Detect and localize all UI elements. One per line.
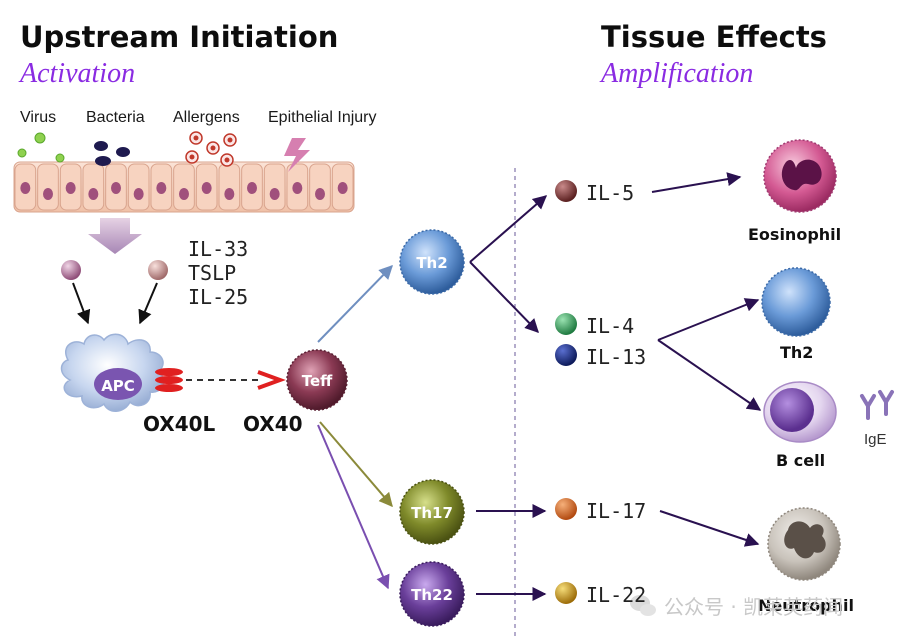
- th2-cell: [399, 229, 465, 295]
- neutrophil-cell: [767, 507, 841, 581]
- il22-ball: [555, 582, 577, 604]
- arrow-il5-to-eosinophil: [651, 172, 742, 193]
- arrow-alarmin-2-to-apc: [138, 282, 158, 325]
- epithelial-cell: [37, 163, 59, 211]
- ox40l-receptor: [155, 368, 183, 392]
- epithelial-nucleus: [156, 182, 167, 194]
- ox40-receptor: [257, 370, 286, 390]
- th2-label: Th2: [416, 254, 448, 272]
- epithelial-nucleus: [224, 188, 235, 200]
- ige-antibody-icon: [860, 390, 894, 420]
- epithelial-cell: [218, 163, 241, 211]
- eosinophil-cell: [763, 139, 837, 213]
- virus-icon: [17, 132, 65, 163]
- arrow-il4-to-th2: [657, 298, 760, 341]
- wechat-icon: [630, 595, 656, 616]
- th2-effector-label: Th2: [780, 343, 814, 362]
- epithelium-layer: [13, 161, 355, 213]
- epithelial-cell: [82, 163, 105, 211]
- trigger-allergens: Allergens: [173, 109, 240, 126]
- epithelial-nucleus: [43, 188, 53, 200]
- left-subtitle: Activation: [20, 58, 136, 89]
- epithelial-cell: [127, 163, 150, 211]
- arrow-il4-to-bcell: [657, 339, 762, 411]
- il4-ball: [555, 313, 577, 335]
- th2-effector-cell: [761, 267, 831, 337]
- neutrophil-label: Neutrophil: [758, 596, 854, 615]
- trigger-bacteria: Bacteria: [86, 109, 145, 126]
- alarmin-ball-2: [148, 260, 168, 280]
- cytokine-il17: IL-17: [586, 499, 647, 523]
- ox40l-label: OX40L: [143, 412, 216, 436]
- epithelial-nucleus: [337, 182, 348, 194]
- epithelial-cell: [173, 163, 195, 211]
- apc-cell: [60, 333, 165, 412]
- b-cell: [763, 381, 837, 443]
- apc-label: APC: [101, 377, 135, 395]
- alarmin-il25: IL-25: [188, 285, 249, 309]
- epithelial-nucleus: [201, 182, 212, 194]
- ox40-label: OX40: [243, 412, 303, 436]
- arrow-teff-to-th17: [319, 421, 393, 508]
- arrow-th2-to-il5: [469, 195, 548, 263]
- th17-cell: [399, 479, 465, 545]
- epithelial-cell: [309, 163, 331, 211]
- il13-ball: [555, 344, 577, 366]
- down-arrow-icon: [88, 218, 142, 254]
- arrow-th2-to-il4: [469, 261, 539, 334]
- epithelial-nucleus: [65, 182, 76, 194]
- lightning-icon: [284, 138, 310, 172]
- il17-ball: [555, 498, 577, 520]
- th22-label: Th22: [411, 586, 453, 604]
- bacteria-icon: [94, 141, 130, 166]
- th17-label: Th17: [411, 504, 453, 522]
- left-title: Upstream Initiation: [20, 20, 339, 54]
- watermark-text: 公众号 · 凯莱英药闻: [664, 595, 844, 619]
- arrow-teff-to-th22: [317, 424, 390, 590]
- epithelial-nucleus: [269, 188, 280, 200]
- alarmin-ball-1: [61, 260, 81, 280]
- epithelial-cell: [263, 163, 286, 211]
- ige-label: IgE: [864, 431, 887, 448]
- bcell-label: B cell: [776, 451, 826, 470]
- cytokine-il4: IL-4: [586, 314, 635, 338]
- teff-label: Teff: [301, 372, 333, 390]
- cytokine-il13: IL-13: [586, 345, 647, 369]
- cytokine-il5: IL-5: [586, 181, 635, 205]
- epithelial-nucleus: [20, 182, 31, 194]
- epithelial-nucleus: [133, 188, 144, 200]
- alarmin-il33: IL-33: [188, 237, 249, 261]
- epithelial-nucleus: [315, 188, 325, 200]
- cytokine-il22: IL-22: [586, 583, 647, 607]
- trigger-virus: Virus: [20, 109, 57, 126]
- epithelial-nucleus: [88, 188, 99, 200]
- arrow-alarmin-1-to-apc: [72, 282, 91, 325]
- eosinophil-label: Eosinophil: [748, 225, 842, 244]
- th22-cell: [399, 561, 465, 627]
- teff-cell: [286, 349, 348, 411]
- epithelial-nucleus: [111, 182, 121, 194]
- arrow-teff-to-th2: [317, 264, 393, 343]
- trigger-epithelial-injury: Epithelial Injury: [268, 109, 377, 126]
- il5-ball: [555, 180, 577, 202]
- epithelial-nucleus: [292, 182, 303, 194]
- right-subtitle: Amplification: [601, 58, 754, 89]
- epithelial-nucleus: [179, 188, 189, 200]
- alarmin-tslp: TSLP: [188, 261, 237, 285]
- epithelial-nucleus: [247, 182, 257, 194]
- allergen-icon: [185, 131, 237, 167]
- right-title: Tissue Effects: [601, 20, 827, 54]
- arrow-il17-to-neutrophil: [659, 510, 760, 547]
